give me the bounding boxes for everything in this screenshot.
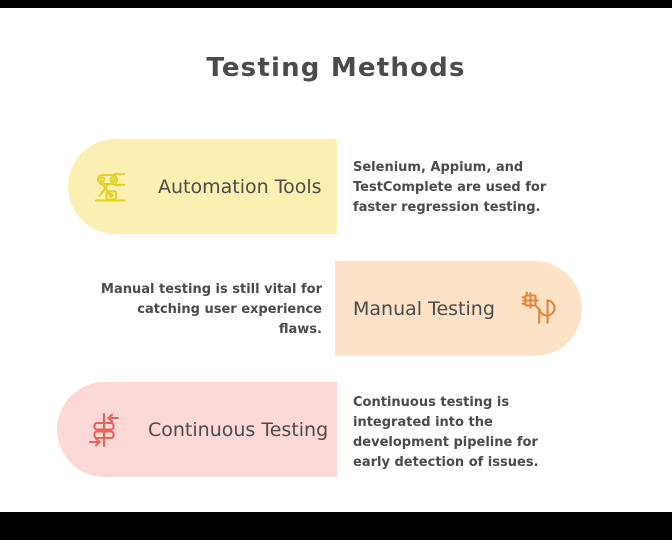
infographic-canvas: Testing Methods [0,8,672,512]
card-continuous-label: Continuous Testing [148,418,329,441]
hand-magnifier-icon [517,287,561,331]
card-continuous-description: Continuous testing is integrated into th… [353,395,539,471]
card-automation-tools[interactable]: Automation Tools [68,139,337,234]
card-manual-description: Manual testing is still vital for catchi… [101,282,322,338]
card-automation-label: Automation Tools [158,175,322,198]
card-manual-label: Manual Testing [353,297,495,320]
card-automation-description: Selenium, Appium, and TestComplete are u… [353,160,547,216]
pipeline-merge-icon [82,408,126,452]
card-manual-testing[interactable]: Manual Testing [335,261,582,356]
page-title: Testing Methods [206,53,466,83]
card-continuous-testing[interactable]: Continuous Testing [57,382,337,477]
robot-arm-icon [90,165,134,209]
